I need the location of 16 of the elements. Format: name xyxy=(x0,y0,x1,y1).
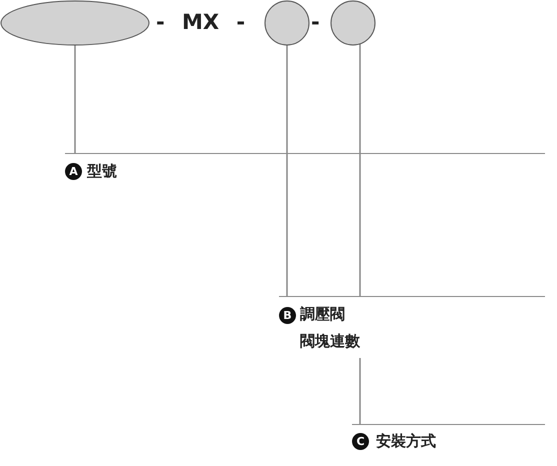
leader-line xyxy=(286,45,288,296)
circle-shape xyxy=(264,0,310,46)
callout-letter: C xyxy=(352,433,369,450)
code-separator: - xyxy=(311,10,320,34)
callout-letter: A xyxy=(65,163,82,180)
item-label: 型號 xyxy=(87,162,117,180)
item-label: 閥塊連數 xyxy=(300,332,360,350)
item-label: 調壓閥 xyxy=(300,305,345,323)
ellipse-shape xyxy=(0,0,150,46)
leader-line xyxy=(74,45,76,153)
leader-line xyxy=(359,358,361,424)
code-separator: - MX - xyxy=(156,10,246,34)
leader-line xyxy=(359,43,361,296)
circle-shape xyxy=(330,0,376,46)
item-label: 安裝方式 xyxy=(376,432,436,450)
callout-letter: B xyxy=(279,307,296,324)
